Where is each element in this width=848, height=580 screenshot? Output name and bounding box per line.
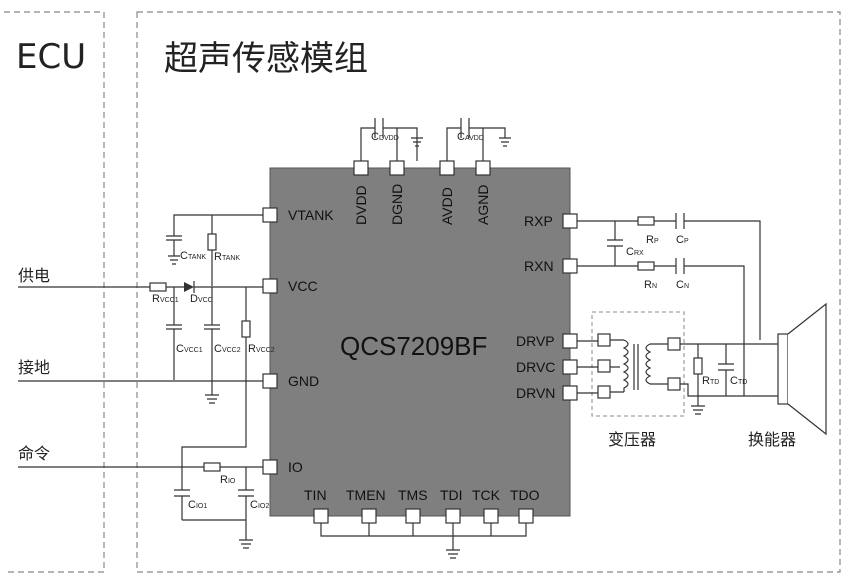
- bottom-pins-ground-wiring: [320, 523, 527, 559]
- pin-tms-label: TMS: [398, 487, 428, 503]
- pin-tmen-label: TMEN: [346, 487, 386, 503]
- pin-drvp: [562, 333, 578, 349]
- pin-rxp-label: RXP: [524, 213, 553, 229]
- pin-vcc-label: VCC: [288, 278, 318, 294]
- rtank-label: RTANK: [214, 251, 240, 263]
- pin-tms: [405, 508, 421, 524]
- cn-label: CN: [676, 279, 689, 291]
- signal-power-label: 供电: [18, 266, 50, 285]
- cdvdd-network: [360, 118, 423, 161]
- cp-label: CP: [676, 234, 689, 246]
- cio2-label: CIO2: [250, 499, 269, 511]
- pin-tck-label: TCK: [472, 487, 501, 503]
- cavdd-network: [446, 118, 511, 161]
- pin-tck: [483, 508, 499, 524]
- command-line: [18, 462, 263, 549]
- rp-label: RP: [646, 234, 659, 246]
- ctank-label: CTANK: [180, 250, 206, 262]
- pin-drvp-label: DRVP: [516, 333, 555, 349]
- rio-label: RIO: [220, 474, 236, 486]
- cdvdd-label: CDVDD: [371, 131, 399, 143]
- pin-tmen: [361, 508, 377, 524]
- pin-rxn: [562, 258, 578, 274]
- cvcc2-label: CVCC2: [214, 343, 241, 355]
- pin-vtank: [262, 207, 278, 223]
- pin-dgnd: [389, 160, 405, 176]
- pin-vtank-label: VTANK: [288, 207, 334, 223]
- module-title: 超声传感模组: [164, 39, 368, 79]
- pin-dvdd: [353, 160, 369, 176]
- pin-vcc: [262, 278, 278, 294]
- pin-drvc-label: DRVC: [516, 359, 555, 375]
- pin-io: [262, 459, 278, 475]
- crx-label: CRX: [626, 246, 644, 258]
- pin-tdi-label: TDI: [440, 487, 463, 503]
- vtank-network: [166, 214, 263, 286]
- pin-agnd: [475, 160, 491, 176]
- pin-tin: [313, 508, 329, 524]
- transducer-label: 换能器: [748, 430, 796, 449]
- pin-dvdd-label: DVDD: [353, 185, 369, 225]
- pin-tdo-label: TDO: [510, 487, 540, 503]
- cio1-label: CIO1: [188, 499, 207, 511]
- signal-command-label: 命令: [18, 444, 50, 463]
- rtd-label: RTD: [702, 375, 719, 387]
- cavdd-label: CAVDD: [457, 131, 484, 143]
- pin-tin-label: TIN: [304, 487, 327, 503]
- pin-drvc: [562, 359, 578, 375]
- pin-tdo: [518, 508, 534, 524]
- rvcc2-label: RVCC2: [248, 343, 275, 355]
- pin-drvn: [562, 385, 578, 401]
- chip-body: [269, 167, 571, 517]
- td-network: [680, 343, 778, 415]
- pin-io-label: IO: [288, 459, 303, 475]
- dvcc-label: DVCC: [190, 293, 213, 305]
- pin-dgnd-label: DGND: [389, 184, 405, 225]
- pin-avdd: [439, 160, 455, 176]
- pin-agnd-label: AGND: [475, 185, 491, 225]
- cvcc1-label: CVCC1: [176, 343, 203, 355]
- pin-avdd-label: AVDD: [439, 187, 455, 225]
- transducer: [777, 302, 827, 436]
- rvcc1-label: RVCC1: [152, 293, 179, 305]
- pin-drvn-label: DRVN: [516, 385, 555, 401]
- pin-tdi: [445, 508, 461, 524]
- transformer-label: 变压器: [608, 430, 656, 449]
- ctd-label: CTD: [730, 375, 747, 387]
- power-line: [18, 281, 263, 520]
- rn-label: RN: [644, 279, 657, 291]
- pin-gnd-label: GND: [288, 373, 319, 389]
- transformer: [577, 311, 685, 417]
- pin-rxp: [562, 213, 578, 229]
- rx-network: [577, 213, 761, 396]
- ground-line: [18, 380, 263, 404]
- ecu-label: ECU: [16, 37, 86, 77]
- module-border: [136, 11, 841, 573]
- pin-gnd: [262, 373, 278, 389]
- pin-rxn-label: RXN: [524, 258, 554, 274]
- ecu-border: [4, 11, 105, 573]
- signal-ground-label: 接地: [18, 358, 50, 377]
- chip-name: QCS7209BF: [340, 331, 487, 361]
